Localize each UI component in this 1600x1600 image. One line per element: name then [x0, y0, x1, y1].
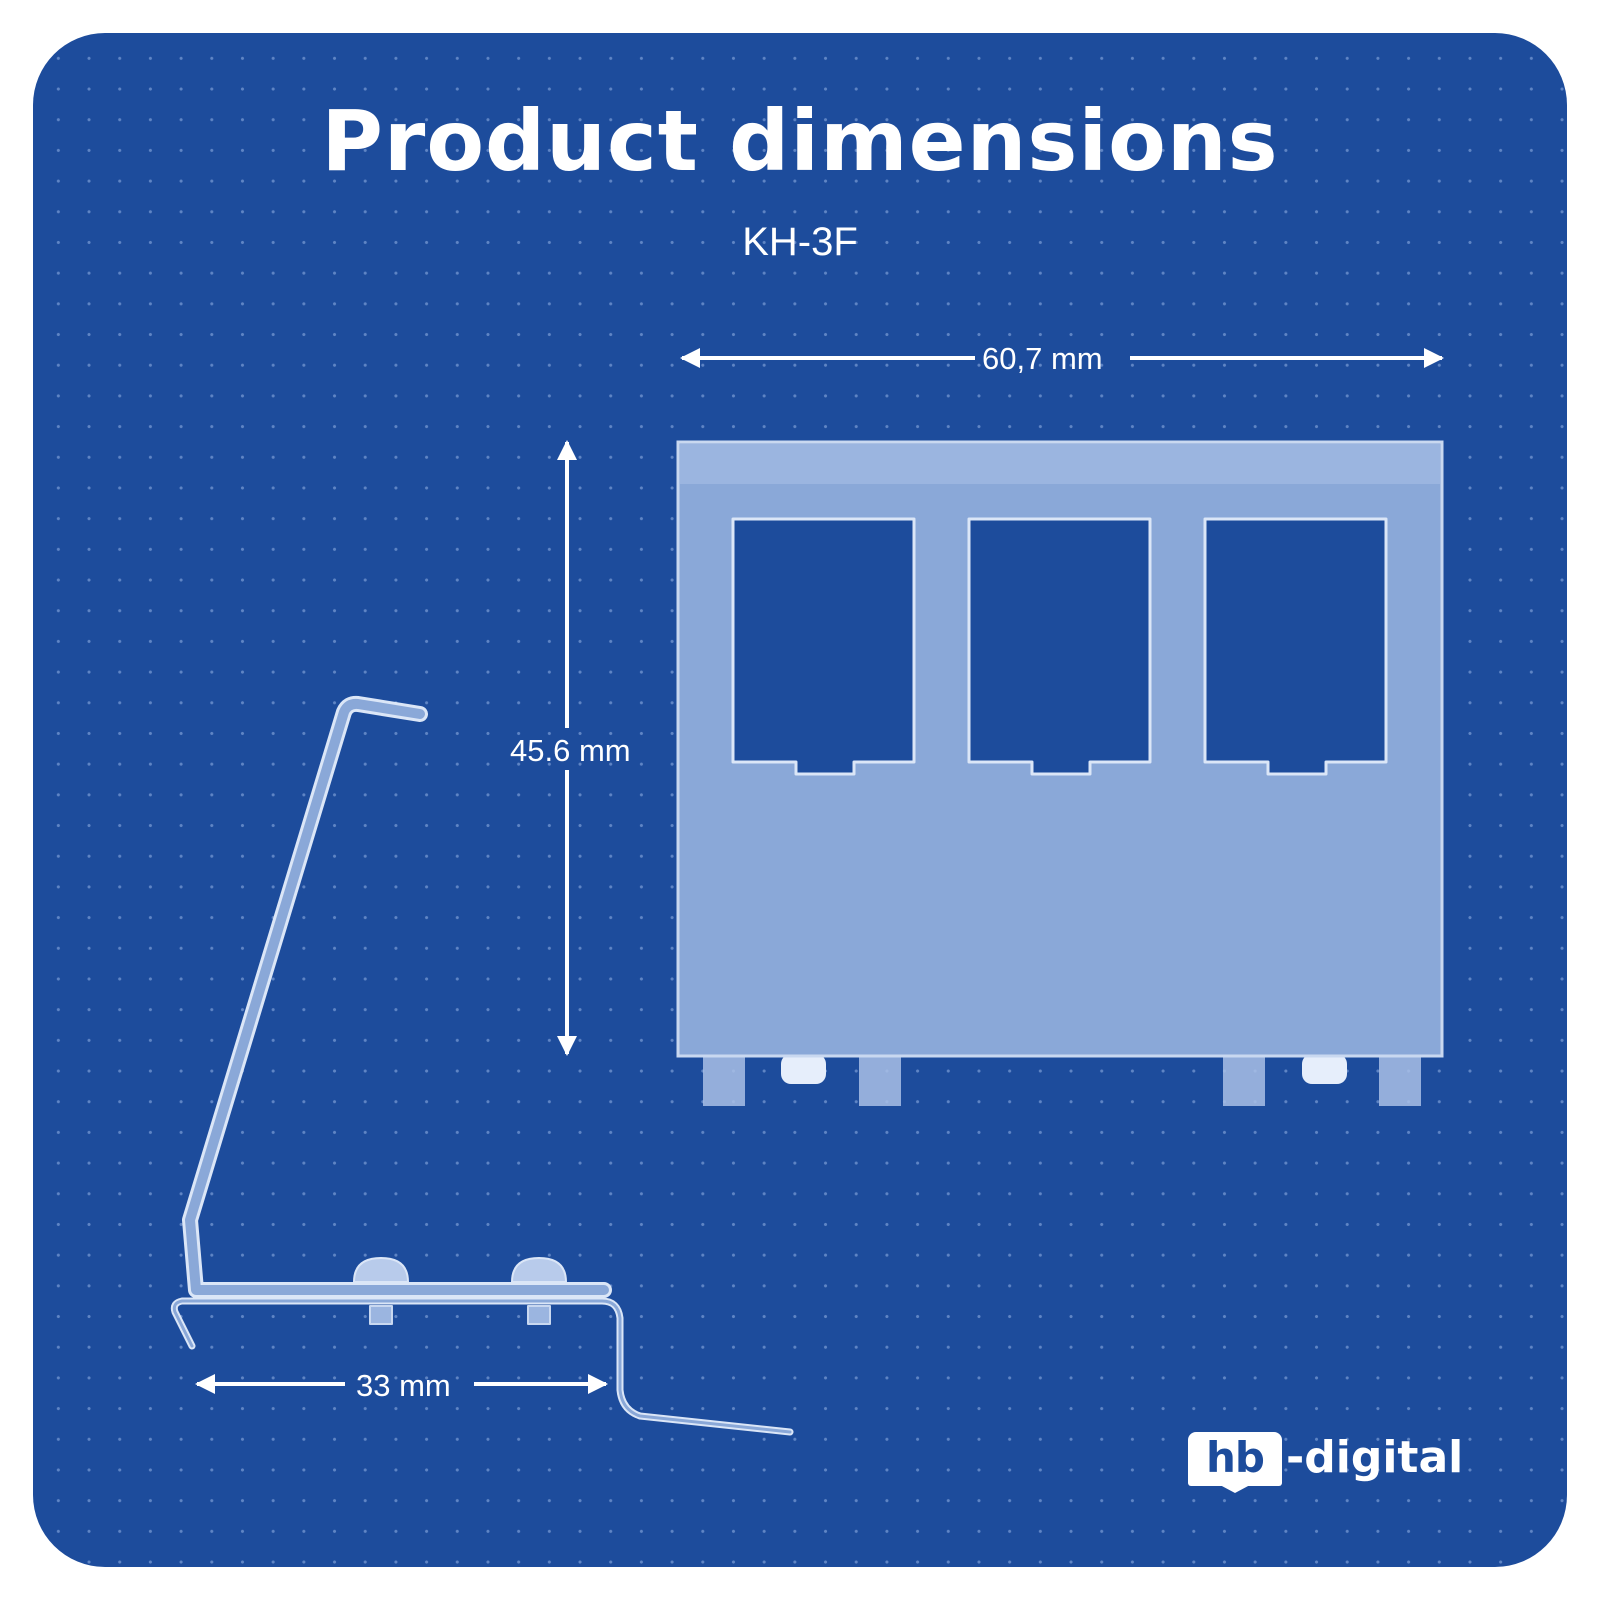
screw-2 [511, 1257, 567, 1325]
screw-1 [353, 1257, 409, 1325]
logo-text: -digital [1286, 1432, 1464, 1483]
width-label: 60,7 mm [982, 341, 1103, 376]
page-title: Product dimensions [321, 92, 1279, 190]
logo-stand-icon [1220, 1485, 1250, 1493]
logo-monitor-icon: hb [1188, 1432, 1282, 1486]
model-number: KH-3F [742, 220, 858, 264]
depth-label: 33 mm [356, 1368, 451, 1403]
side-view-bracket [170, 695, 794, 1436]
height-label: 45.6 mm [510, 733, 631, 768]
front-view-plate [676, 440, 1444, 1106]
